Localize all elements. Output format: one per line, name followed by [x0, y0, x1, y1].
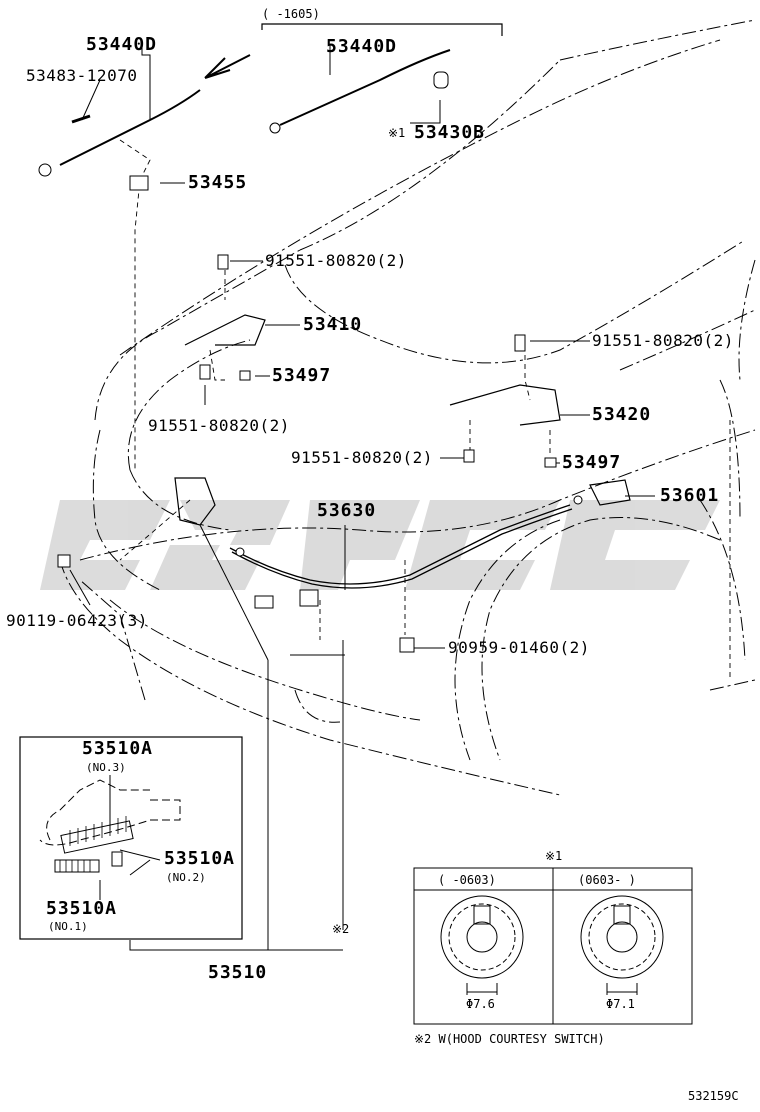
- bolt-91551-c: 91551-80820(2): [148, 416, 290, 435]
- lever-part: [589, 479, 631, 506]
- bolt-90119: 90119-06423(3): [6, 611, 148, 630]
- range-1605: ( -1605): [262, 7, 320, 21]
- clip-90959: 90959-01460(2): [448, 638, 590, 657]
- footnote: ※2 W(HOOD COURTESY SWITCH): [414, 1032, 605, 1046]
- part-53440d-left: 53440D: [86, 34, 158, 55]
- leader-lines: [69, 40, 655, 951]
- range-bracket: [261, 23, 503, 36]
- part-53630: 53630: [317, 500, 377, 521]
- fasteners: [38, 71, 583, 653]
- part-53497-right: 53497: [562, 452, 622, 473]
- table-col2-header: (0603- ): [578, 873, 636, 887]
- hinge-left-part: [184, 314, 266, 346]
- inset-no3: (NO.3): [86, 761, 126, 774]
- hood-lock-part: [174, 477, 216, 526]
- part-53420: 53420: [592, 404, 652, 425]
- bolt-91551-b: 91551-80820(2): [592, 331, 734, 350]
- part-53510: 53510: [208, 962, 268, 983]
- grommet-new: [580, 895, 664, 995]
- inset-no2: (NO.2): [166, 871, 206, 884]
- part-53497-left: 53497: [272, 365, 332, 386]
- table-mark-1: ※1: [545, 849, 563, 863]
- variant-table: [413, 867, 693, 1025]
- support-rod-left: [59, 89, 201, 166]
- support-rod-right: [279, 49, 451, 126]
- table-col1-header: ( -0603): [438, 873, 496, 887]
- mark-2: ※2: [332, 922, 350, 936]
- inset-53510a-no2: 53510A: [164, 848, 236, 869]
- grommet-old: [440, 895, 524, 995]
- view-arrow: [204, 54, 251, 79]
- hinge-right-part: [449, 384, 561, 426]
- bolt-91551-a: 91551-80820(2): [265, 251, 407, 270]
- part-53601: 53601: [660, 485, 720, 506]
- hood-release-cable: [229, 504, 573, 589]
- bolt-91551-d: 91551-80820(2): [291, 448, 433, 467]
- inset-53510a-no1: 53510A: [46, 898, 118, 919]
- inset-cable-detail: [19, 736, 243, 940]
- part-53483: 53483-12070: [26, 66, 138, 85]
- part-53430b: 53430B: [414, 122, 486, 143]
- figure-code: 532159C: [688, 1089, 739, 1103]
- part-53410: 53410: [303, 314, 363, 335]
- part-53455: 53455: [188, 172, 248, 193]
- table-col2-dim: Φ7.1: [606, 997, 635, 1011]
- inset-no1: (NO.1): [48, 920, 88, 933]
- mark-1: ※1: [388, 126, 406, 140]
- part-53440d-right: 53440D: [326, 36, 398, 57]
- inset-53510a-no3: 53510A: [82, 738, 154, 759]
- table-col1-dim: Φ7.6: [466, 997, 495, 1011]
- car-body-outline: [59, 19, 756, 796]
